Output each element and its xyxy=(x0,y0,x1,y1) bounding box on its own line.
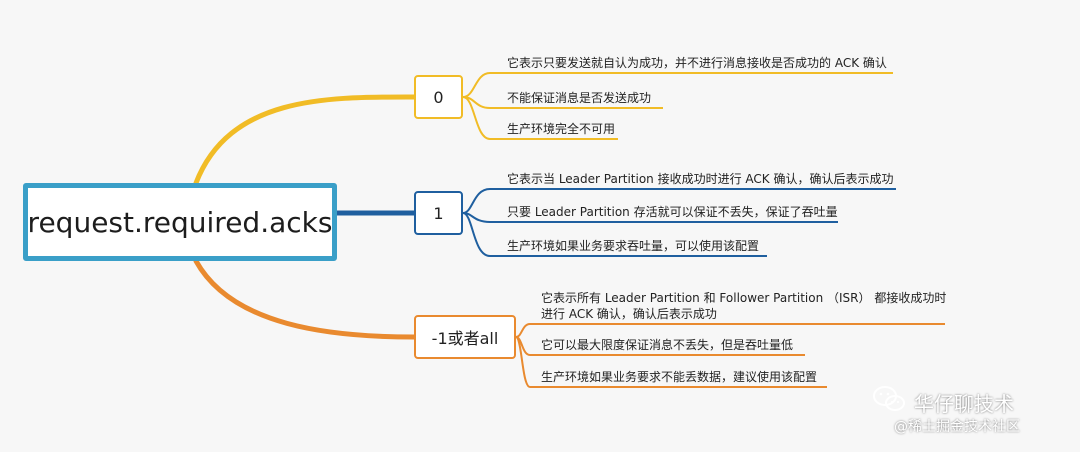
leaf-text: 它表示所有 Leader Partition 和 Follower Partit… xyxy=(541,291,947,321)
branch-node-0: 0 xyxy=(414,75,463,119)
leaf-connector-0-2 xyxy=(462,96,618,140)
leaf-connector-1-0 xyxy=(462,188,896,214)
leaf-text: 生产环境完全不可用 xyxy=(507,122,616,136)
connector-root-to-0 xyxy=(193,94,417,186)
branch-label: 0 xyxy=(433,87,444,107)
leaf-text: 它表示当 Leader Partition 接收成功时进行 ACK 确认，确认后… xyxy=(507,172,894,186)
leaf-text: 不能保证消息是否发送成功 xyxy=(507,91,652,105)
watermark-community: @稀土掘金技术社区 xyxy=(894,419,1020,435)
branch-node-1: 1 xyxy=(414,191,463,235)
root-node: request.required.acks xyxy=(23,183,337,261)
watermark-brand: 华仔聊技术 xyxy=(914,392,1014,416)
leaf-text: 生产环境如果业务要求吞吐量，可以使用该配置 xyxy=(507,239,760,253)
leaf-connector-1-2 xyxy=(462,212,767,257)
leaf-connector-2-0 xyxy=(515,323,945,338)
wechat-icon xyxy=(873,386,905,411)
leaf-connector-0-0 xyxy=(462,72,893,98)
leaf-connector-2-2 xyxy=(515,336,827,388)
root-label: request.required.acks xyxy=(27,205,333,239)
leaf-text: 它表示只要发送就自认为成功，并不进行消息接收是否成功的 ACK 确认 xyxy=(507,56,887,70)
leaf-text: 生产环境如果业务要求不能丢数据，建议使用该配置 xyxy=(541,370,818,384)
branch-node-all: -1或者all xyxy=(414,315,516,359)
connector-root-to-all xyxy=(193,258,417,340)
leaf-text: 只要 Leader Partition 存活就可以保证不丢失，保证了吞吐量 xyxy=(507,205,838,219)
leaf-text: 它可以最大限度保证消息不丢失，但是吞吐量低 xyxy=(541,338,794,352)
branch-label: -1或者all xyxy=(431,329,499,348)
branch-label: 1 xyxy=(433,203,444,223)
